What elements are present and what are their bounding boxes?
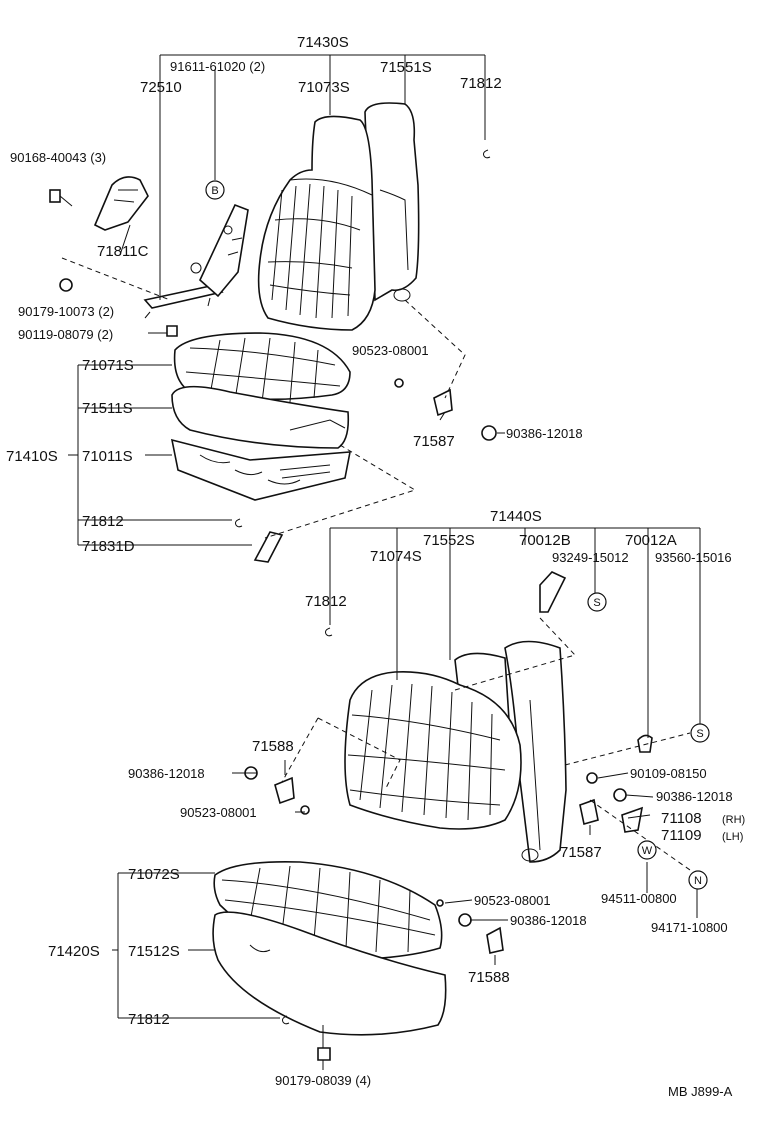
- label-94171-10800: 94171-10800: [651, 920, 728, 935]
- front-seat-side-cover: [253, 531, 284, 563]
- front-seat-track: [143, 203, 249, 319]
- front-seat-bracket: [93, 176, 149, 231]
- label-93249-15012: 93249-15012: [552, 550, 629, 565]
- label-71831d: 71831D: [82, 538, 135, 555]
- label-71011s: 71011S: [82, 448, 133, 465]
- label-90523-08001-a: 90523-08001: [352, 343, 429, 358]
- label-71551s: 71551S: [380, 59, 432, 76]
- label-90109-08150: 90109-08150: [630, 766, 707, 781]
- label-71073s: 71073S: [298, 79, 350, 96]
- label-71812-c: 71812: [305, 593, 347, 610]
- part-labels: 71430S 91611-61020 (2) 72510 71073S 7155…: [6, 34, 745, 1099]
- rear-seat-back: [344, 640, 567, 863]
- label-71588-a: 71588: [252, 738, 294, 755]
- diagram-reference-code: MB J899-A: [668, 1084, 733, 1099]
- symbol-s-2: S: [696, 728, 703, 740]
- label-90168-40043: 90168-40043 (3): [10, 150, 106, 165]
- label-70012b: 70012B: [519, 532, 571, 549]
- label-90523-08001-c: 90523-08001: [474, 893, 551, 908]
- label-93560-15016: 93560-15016: [655, 550, 732, 565]
- label-71812-d: 71812: [128, 1011, 170, 1028]
- label-71812-b: 71812: [82, 513, 124, 530]
- symbol-w: W: [642, 845, 653, 857]
- label-91611-61020: 91611-61020 (2): [170, 59, 265, 74]
- label-71430s: 71430S: [297, 34, 349, 51]
- front-seat-cushion-pad: [171, 385, 350, 449]
- label-90386-12018-a: 90386-12018: [506, 426, 583, 441]
- front-seat-frame: [170, 438, 351, 501]
- label-71587-a: 71587: [413, 433, 455, 450]
- label-71811c: 71811C: [97, 243, 149, 260]
- clip-marks: [235, 149, 491, 1025]
- label-90523-08001-b: 90523-08001: [180, 805, 257, 820]
- rear-seat-cushion-pad: [212, 911, 447, 1036]
- label-90119-08079: 90119-08079 (2): [18, 327, 113, 342]
- label-71440s: 71440S: [490, 508, 542, 525]
- label-71410s: 71410S: [6, 448, 58, 465]
- label-90386-12018-b: 90386-12018: [128, 766, 205, 781]
- label-71587-b: 71587: [560, 844, 602, 861]
- front-seat-back: [257, 102, 420, 331]
- symbol-b: B: [211, 185, 218, 197]
- label-94511-00800: 94511-00800: [601, 891, 677, 906]
- label-71108-rh: (RH): [722, 814, 745, 826]
- leader-lines: [61, 54, 701, 1070]
- label-71071s: 71071S: [82, 357, 134, 374]
- label-70012a: 70012A: [625, 532, 677, 549]
- front-seat-fasteners: [49, 189, 497, 441]
- label-71512s: 71512S: [128, 943, 180, 960]
- label-71812-a: 71812: [460, 75, 502, 92]
- label-90386-12018-d: 90386-12018: [510, 913, 587, 928]
- symbol-n: N: [694, 875, 702, 887]
- label-71588-b: 71588: [468, 969, 510, 986]
- label-71074s: 71074S: [370, 548, 422, 565]
- label-71552s: 71552S: [423, 532, 475, 549]
- reference-symbols: B S S W N: [205, 180, 710, 890]
- rear-seat-small-parts: [244, 571, 653, 1061]
- label-71108: 71108: [661, 810, 702, 827]
- label-71420s: 71420S: [48, 943, 100, 960]
- label-90179-10073: 90179-10073 (2): [18, 304, 114, 319]
- label-71109-lh: (LH): [722, 831, 743, 843]
- label-72510: 72510: [140, 79, 182, 96]
- label-71072s: 71072S: [128, 866, 180, 883]
- label-71109: 71109: [661, 827, 702, 844]
- label-90386-12018-c: 90386-12018: [656, 789, 733, 804]
- label-71511s: 71511S: [82, 400, 133, 417]
- label-90179-08039: 90179-08039 (4): [275, 1073, 371, 1088]
- symbol-s-1: S: [593, 597, 600, 609]
